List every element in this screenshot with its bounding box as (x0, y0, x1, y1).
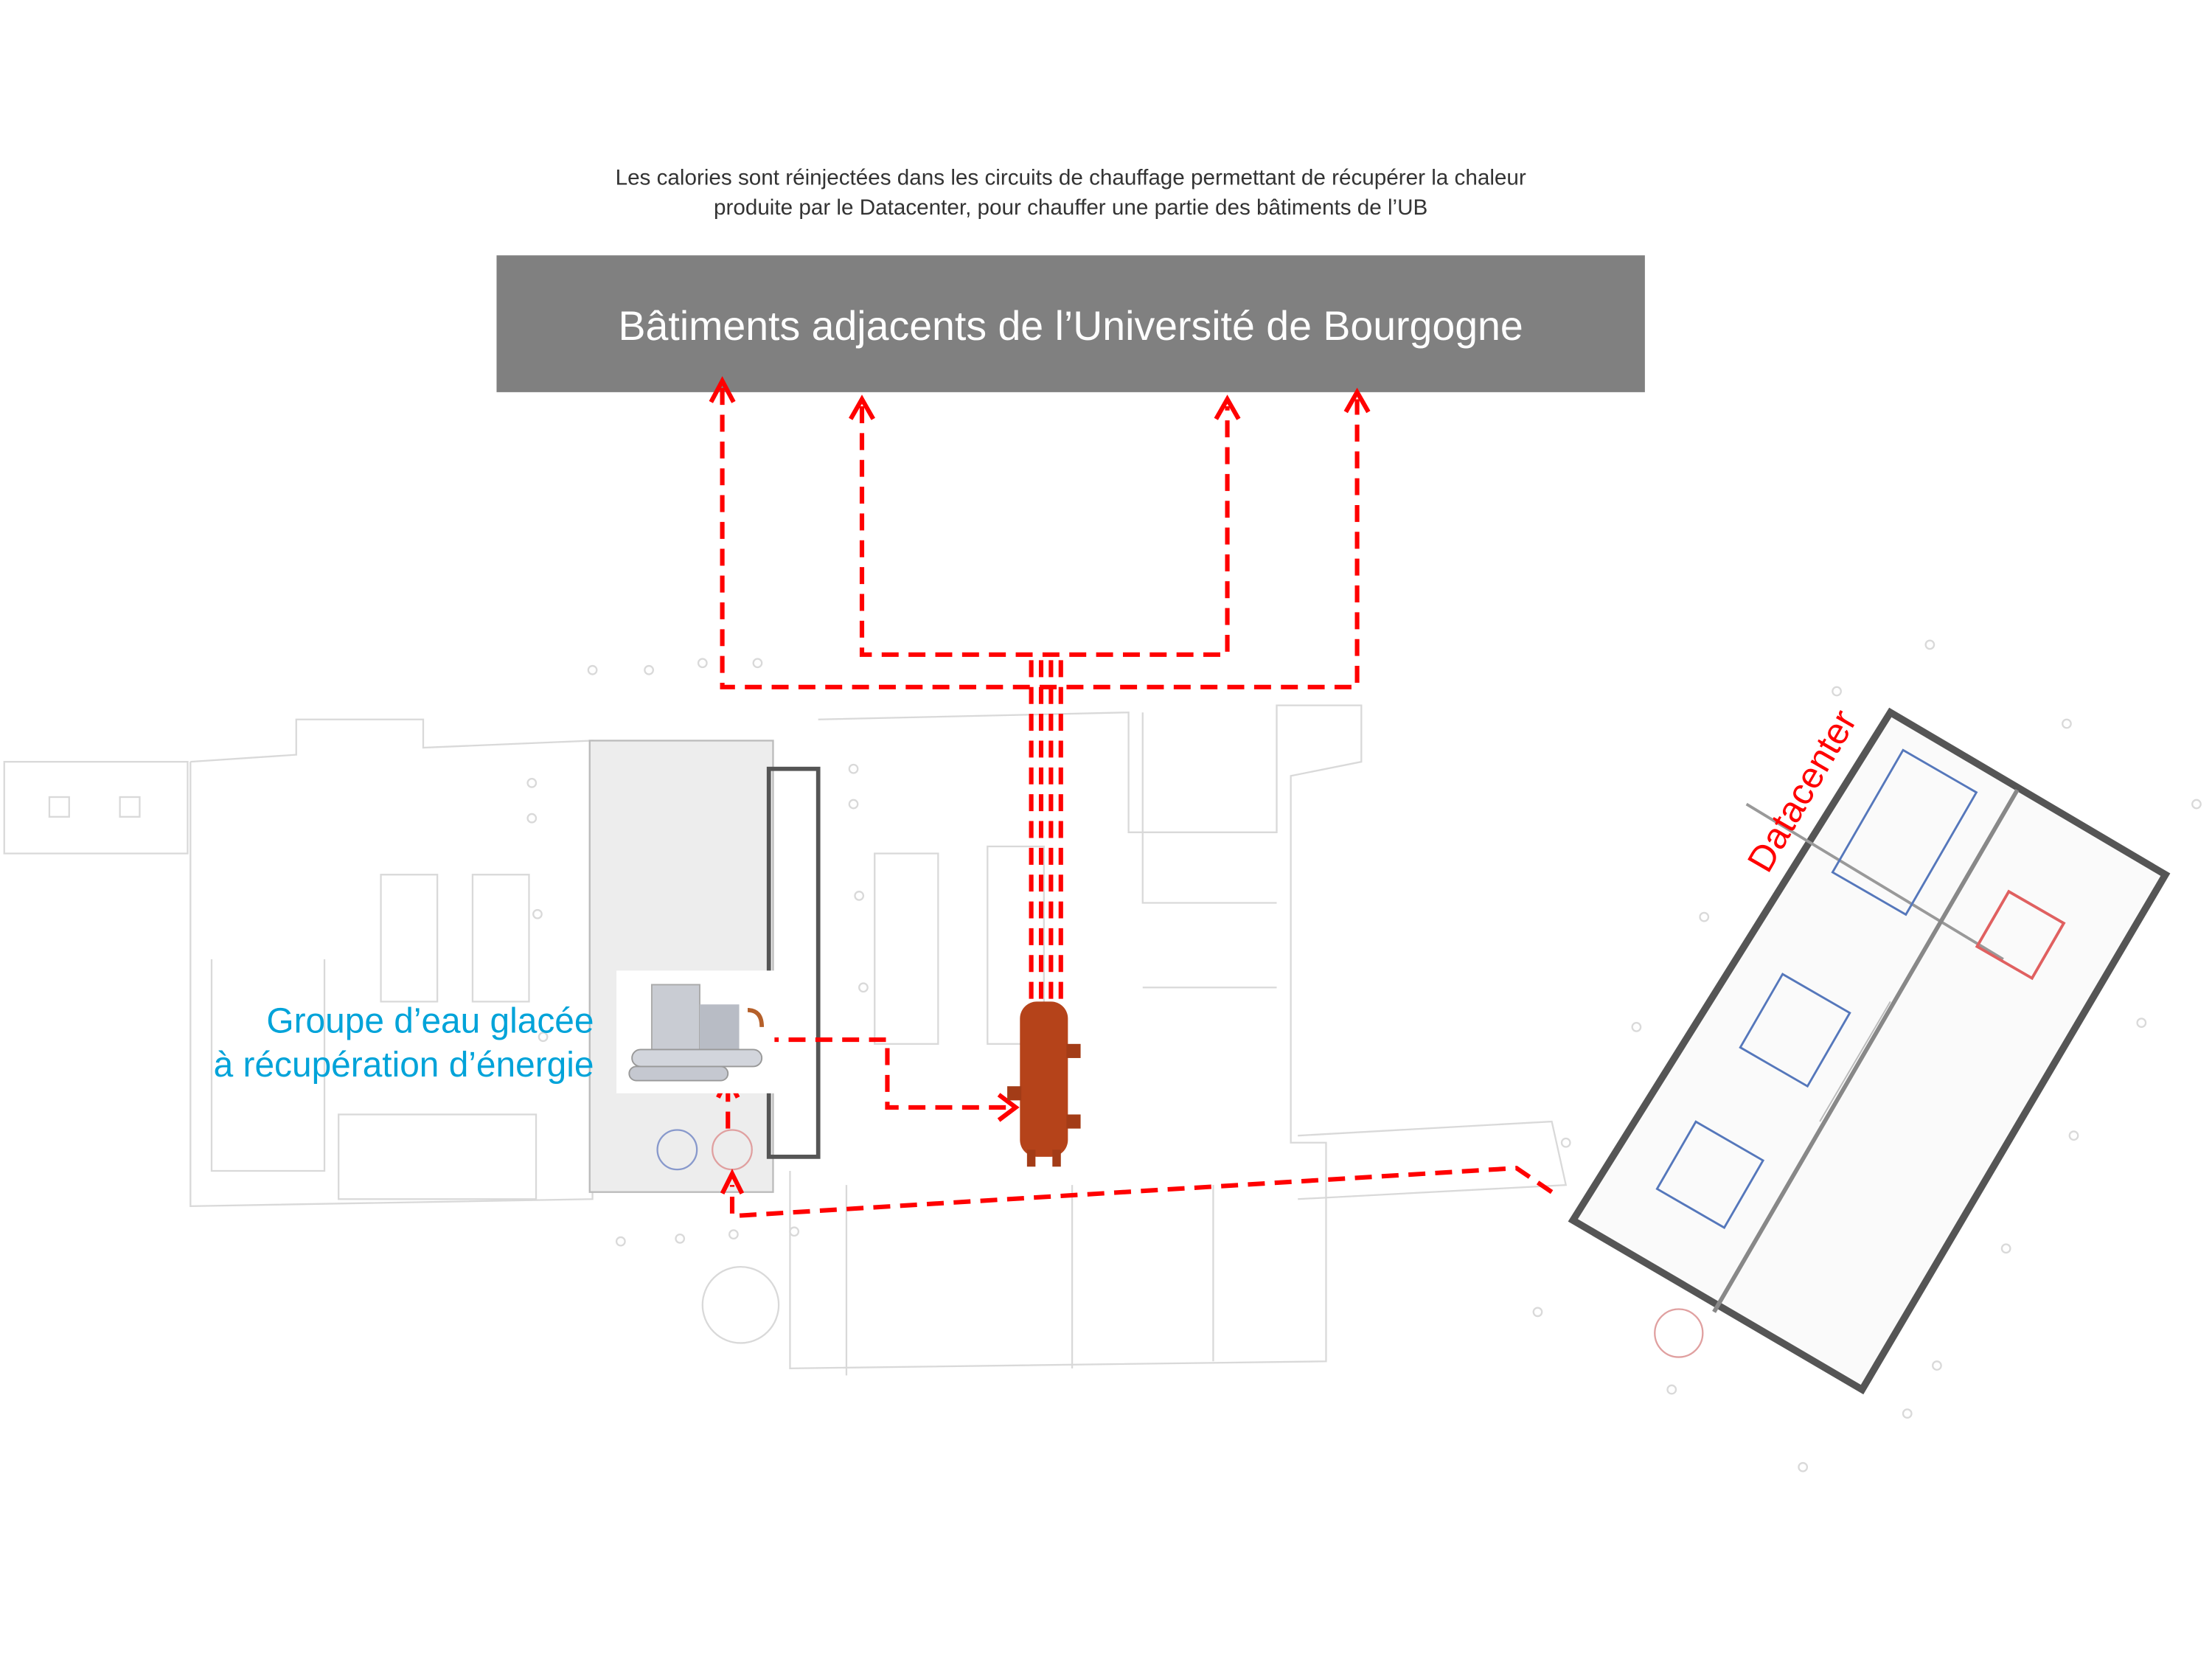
chiller-unit-image (616, 970, 775, 1093)
chiller-label-line-1: Groupe d’eau glacée (266, 1002, 594, 1041)
datacenter-building (1568, 707, 2171, 1395)
caption-line-2: produite par le Datacenter, pour chauffe… (714, 195, 1427, 220)
arrow-up-icon (1214, 394, 1241, 420)
arrow-up-icon (709, 376, 736, 403)
university-buildings-label: Bâtiments adjacents de l’Université de B… (619, 303, 1523, 349)
arrow-up-icon (849, 394, 875, 420)
chiller-label-line-2: à récupération d’énergie (214, 1046, 594, 1085)
university-buildings-box (496, 255, 1645, 392)
arrow-up-icon (1343, 387, 1371, 414)
arrow-up-icon (720, 1168, 745, 1194)
floor-plan (3, 639, 2202, 1472)
buffer-tank (1007, 1001, 1081, 1167)
heat-distribution-pipes (709, 376, 1554, 1219)
arrow-right-icon (997, 1093, 1020, 1122)
caption-line-1: Les calories sont réinjectées dans les c… (616, 166, 1526, 190)
